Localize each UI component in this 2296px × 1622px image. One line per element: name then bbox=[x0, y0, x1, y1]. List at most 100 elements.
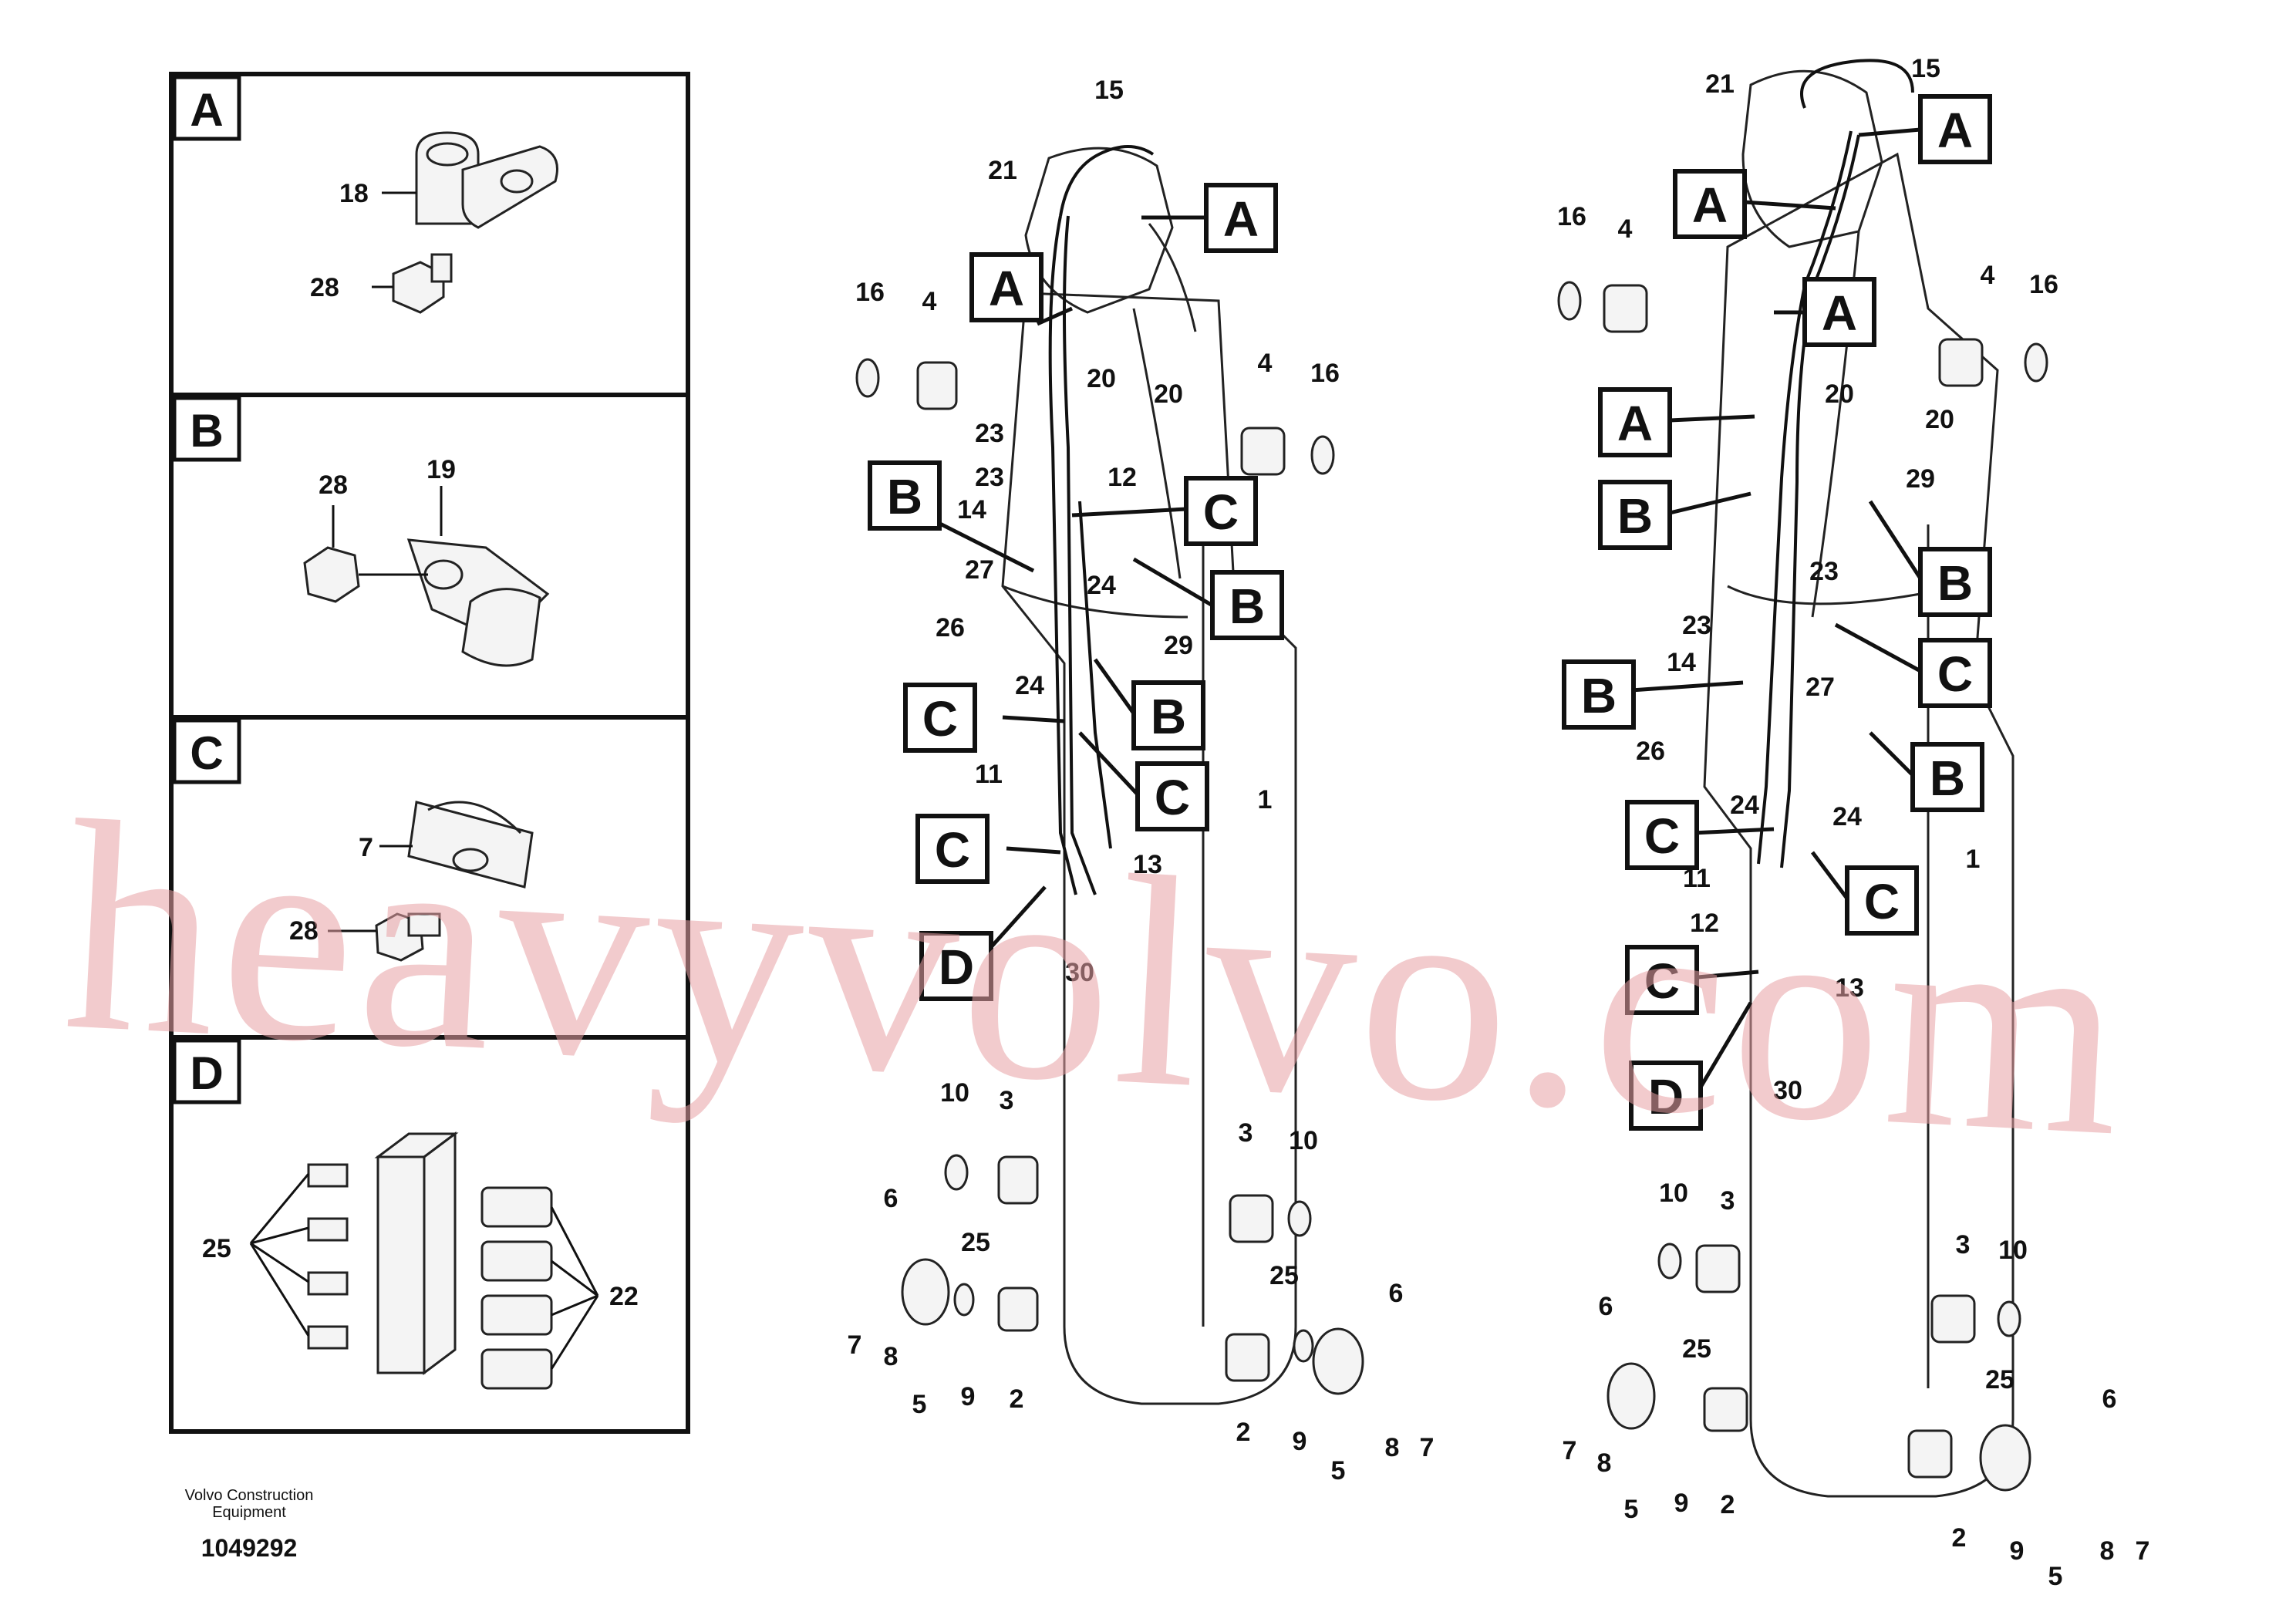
label-28: 28 bbox=[310, 273, 339, 302]
callout-c: C bbox=[1203, 484, 1239, 540]
label-1: 1 bbox=[1258, 785, 1273, 814]
clamp-part-18 bbox=[415, 131, 558, 229]
label-4: 4 bbox=[1981, 261, 1995, 290]
label-8: 8 bbox=[1597, 1448, 1612, 1478]
panel-d-letter: D bbox=[190, 1047, 223, 1099]
label-16: 16 bbox=[1557, 202, 1586, 231]
label-23: 23 bbox=[1682, 611, 1711, 640]
callout-c: C bbox=[935, 822, 970, 878]
label-4: 4 bbox=[1258, 349, 1273, 378]
label-29: 29 bbox=[1164, 631, 1193, 660]
label-13: 13 bbox=[1835, 973, 1864, 1003]
fittings-22 bbox=[480, 1186, 553, 1390]
label-7: 7 bbox=[1563, 1436, 1577, 1465]
label-22: 22 bbox=[609, 1282, 639, 1311]
label-4: 4 bbox=[1618, 214, 1633, 244]
label-2: 2 bbox=[1010, 1384, 1024, 1414]
callout-b: B bbox=[1151, 689, 1186, 744]
callout-a: A bbox=[1822, 285, 1857, 341]
footer: Volvo Construction Equipment 1049292 bbox=[185, 1487, 314, 1562]
right-boom-assembly: 21 15 16 4 4 16 20 20 29 23 23 14 27 26 … bbox=[1557, 54, 2149, 1591]
detail-panels: A 18 28 B bbox=[169, 72, 690, 1434]
callout-a: A bbox=[989, 261, 1024, 316]
bolt-part-28 bbox=[303, 546, 360, 603]
right-pins-and-bushings bbox=[1557, 281, 2048, 1492]
label-25: 25 bbox=[961, 1228, 990, 1257]
callout-c: C bbox=[1937, 646, 1973, 702]
label-2: 2 bbox=[1721, 1490, 1735, 1519]
label-1: 1 bbox=[1966, 845, 1981, 874]
left-boom-assembly: 15 21 16 4 20 23 23 12 14 27 26 24 24 20… bbox=[848, 76, 1435, 1485]
left-callouts: A A B C B C B C C D bbox=[868, 183, 1284, 1001]
label-25: 25 bbox=[202, 1234, 231, 1263]
callout-b: B bbox=[1617, 488, 1653, 544]
clamp-part-19 bbox=[406, 538, 550, 667]
brand-line-1: Volvo Construction bbox=[185, 1487, 314, 1504]
panel-a-letter: A bbox=[190, 84, 223, 136]
label-29: 29 bbox=[1906, 464, 1935, 494]
label-24: 24 bbox=[1087, 571, 1116, 600]
label-10: 10 bbox=[940, 1078, 969, 1108]
label-9: 9 bbox=[961, 1382, 976, 1411]
callout-c: C bbox=[1644, 953, 1680, 1009]
label-3: 3 bbox=[1000, 1086, 1014, 1115]
callout-d: D bbox=[939, 939, 974, 995]
detail-panel-b: B 28 19 bbox=[172, 396, 550, 667]
label-8: 8 bbox=[1385, 1433, 1400, 1462]
label-15: 15 bbox=[1911, 54, 1940, 83]
left-pins-and-bushings bbox=[855, 358, 1364, 1395]
callout-c: C bbox=[1644, 808, 1680, 864]
label-27: 27 bbox=[1805, 673, 1835, 702]
callout-c: C bbox=[1155, 770, 1190, 825]
label-9: 9 bbox=[1293, 1427, 1307, 1456]
label-14: 14 bbox=[957, 495, 986, 524]
label-11: 11 bbox=[975, 760, 1003, 789]
fittings-25 bbox=[307, 1163, 349, 1350]
label-24: 24 bbox=[1015, 671, 1044, 700]
label-3: 3 bbox=[1239, 1118, 1253, 1148]
detail-panel-c: C 7 28 bbox=[172, 718, 534, 962]
label-6: 6 bbox=[1599, 1292, 1613, 1321]
label-23: 23 bbox=[1809, 557, 1839, 586]
label-25: 25 bbox=[1682, 1334, 1711, 1364]
callout-a: A bbox=[1692, 177, 1728, 233]
label-18: 18 bbox=[339, 179, 369, 208]
label-20: 20 bbox=[1154, 379, 1183, 409]
callout-b: B bbox=[1229, 578, 1265, 634]
panel-b-letter: B bbox=[190, 405, 223, 457]
bolt-part-28 bbox=[375, 912, 441, 962]
label-26: 26 bbox=[1636, 737, 1665, 766]
label-3: 3 bbox=[1721, 1186, 1735, 1216]
label-6: 6 bbox=[884, 1184, 899, 1213]
manifold-block bbox=[374, 1131, 459, 1375]
callout-b: B bbox=[1581, 668, 1617, 723]
label-20: 20 bbox=[1925, 405, 1954, 434]
clamp-part-7 bbox=[407, 801, 534, 889]
label-6: 6 bbox=[1389, 1279, 1404, 1308]
label-7: 7 bbox=[1420, 1433, 1435, 1462]
label-19: 19 bbox=[426, 455, 456, 484]
right-part-numbers: 21 15 16 4 4 16 20 20 29 23 23 14 27 26 … bbox=[1557, 54, 2149, 1591]
callout-b: B bbox=[887, 469, 922, 524]
panel-c-letter: C bbox=[190, 727, 223, 779]
label-23: 23 bbox=[975, 463, 1004, 492]
label-7: 7 bbox=[2136, 1536, 2150, 1566]
label-9: 9 bbox=[1674, 1489, 1689, 1518]
label-12: 12 bbox=[1690, 909, 1719, 938]
label-24: 24 bbox=[1730, 791, 1759, 820]
label-21: 21 bbox=[988, 156, 1017, 185]
label-4: 4 bbox=[922, 287, 937, 316]
label-25: 25 bbox=[1985, 1365, 2014, 1394]
label-24: 24 bbox=[1832, 802, 1862, 831]
label-30: 30 bbox=[1773, 1076, 1802, 1105]
label-9: 9 bbox=[2010, 1536, 2025, 1566]
label-25: 25 bbox=[1269, 1261, 1299, 1290]
label-10: 10 bbox=[1998, 1236, 2028, 1265]
bolt-part-28 bbox=[392, 253, 453, 314]
left-hoses bbox=[1048, 145, 1155, 895]
label-13: 13 bbox=[1133, 850, 1162, 879]
callout-b: B bbox=[1930, 750, 1965, 806]
label-10: 10 bbox=[1289, 1126, 1318, 1155]
label-16: 16 bbox=[1310, 359, 1340, 388]
